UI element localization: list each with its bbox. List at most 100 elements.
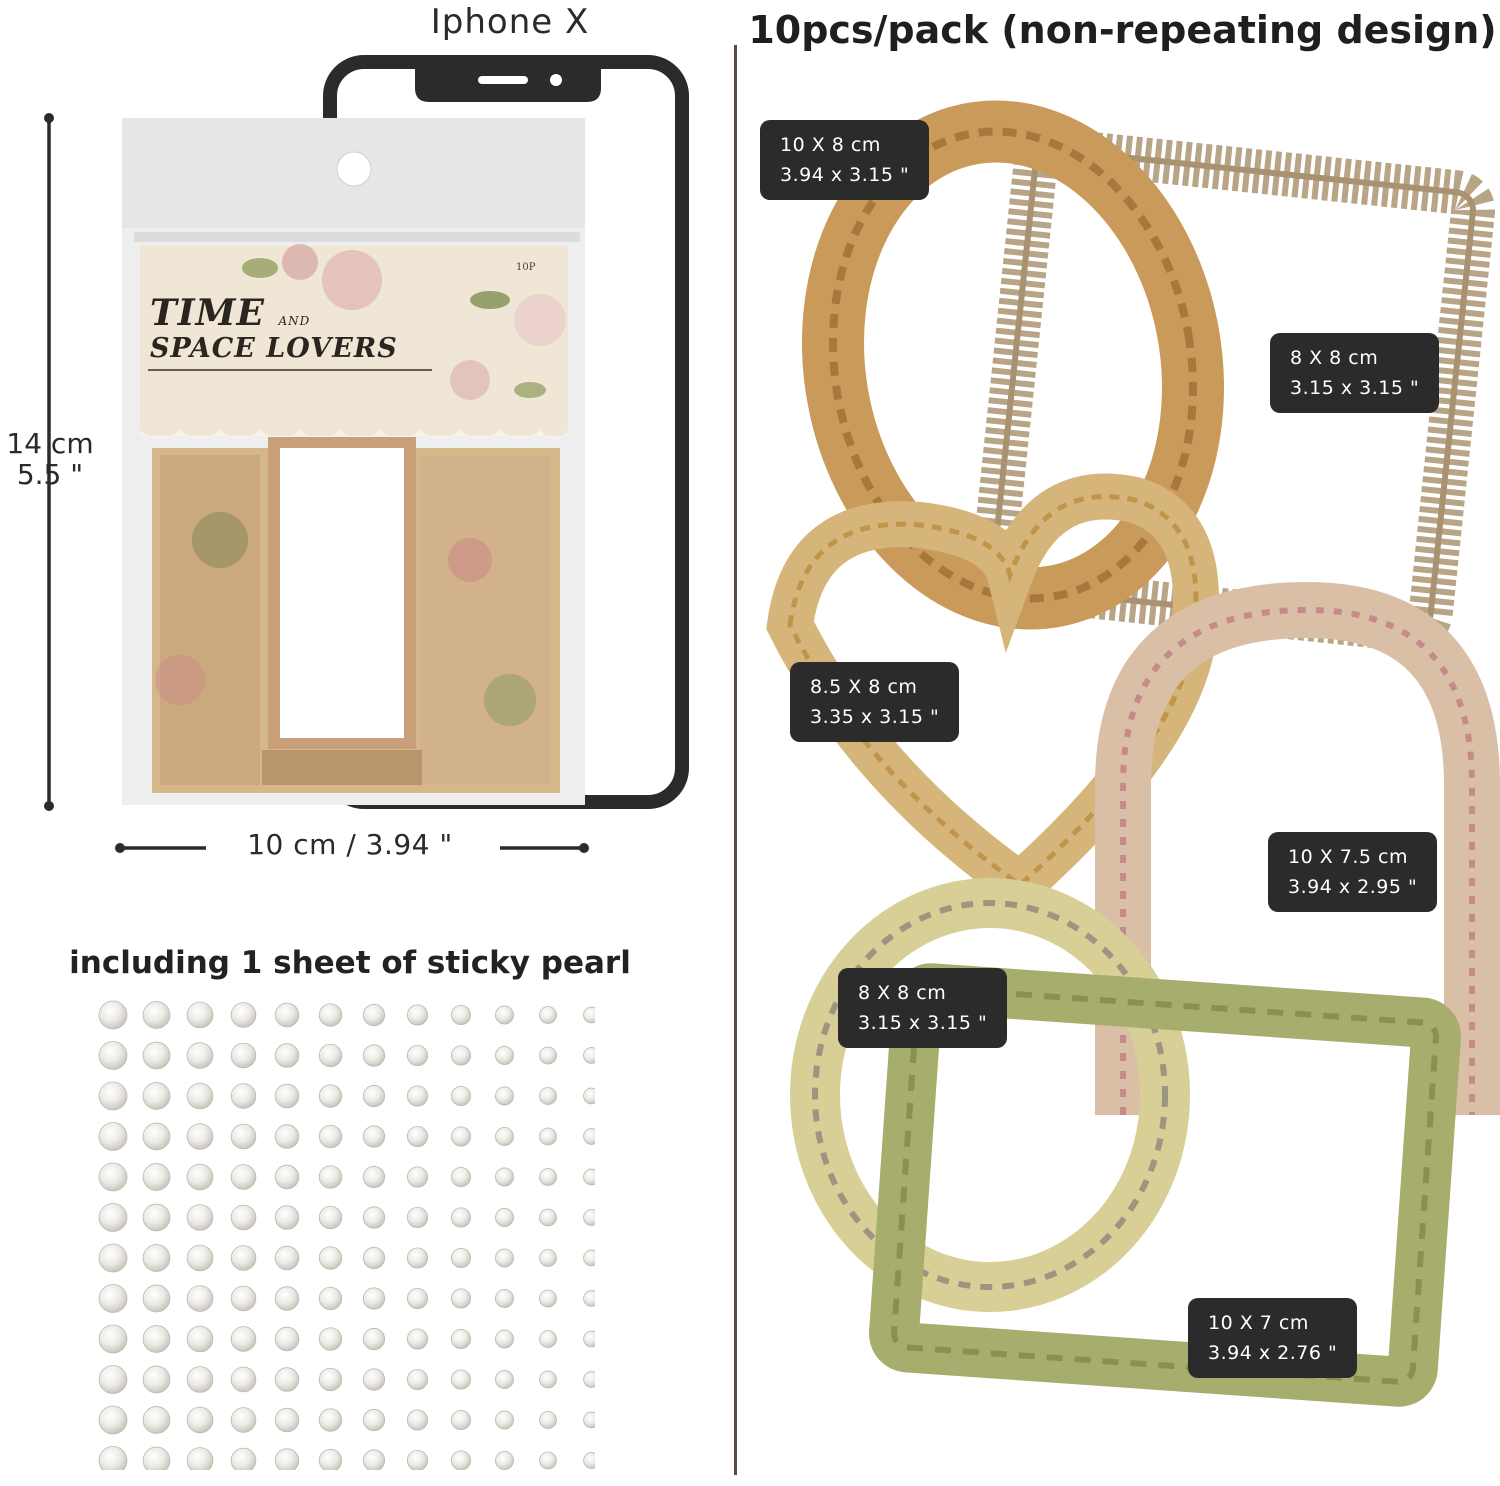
pearl [583, 1006, 595, 1024]
pearl [495, 1167, 514, 1187]
pearl [318, 1327, 343, 1351]
size-metric: 8.5 X 8 cm [810, 676, 918, 698]
pearl [142, 1325, 171, 1353]
size-metric: 10 X 7 cm [1208, 1312, 1309, 1334]
frames-illustration [766, 100, 1500, 1407]
pearl [274, 1448, 300, 1470]
pearl [450, 1207, 471, 1228]
size-label-arch: 10 X 7.5 cm 3.94 x 2.95 " [1268, 832, 1438, 912]
pearl [362, 1003, 386, 1027]
pearl [450, 1247, 471, 1268]
pearl [450, 1409, 471, 1430]
pearl [98, 1365, 128, 1394]
pearl [274, 1205, 300, 1230]
size-imperial: 3.15 x 3.15 " [858, 1012, 988, 1034]
size-imperial: 3.94 x 2.76 " [1208, 1342, 1338, 1364]
width-dimension-label: 10 cm / 3.94 " [247, 828, 453, 861]
pearl [230, 1123, 257, 1150]
pearl [142, 1203, 171, 1232]
size-label-green-rectangle: 10 X 7 cm 3.94 x 2.76 " [1188, 1298, 1358, 1378]
pearl [450, 1288, 471, 1309]
pearl [362, 1165, 386, 1189]
pearl [98, 1041, 128, 1070]
pearl [406, 1328, 429, 1350]
pearl [230, 1366, 257, 1393]
pearl [98, 1000, 128, 1030]
pearl [274, 1002, 300, 1028]
pearl [274, 1367, 300, 1392]
pearl [362, 1044, 386, 1067]
pearl [98, 1446, 128, 1470]
pearl [142, 1122, 171, 1151]
pearl [539, 1208, 557, 1227]
pearl [539, 1289, 557, 1308]
size-metric: 10 X 8 cm [780, 134, 881, 156]
pearl [450, 1086, 471, 1107]
height-dimension-label: 14 cm 5.5 " [0, 428, 100, 490]
pearl [406, 1287, 429, 1310]
pearl [186, 1244, 214, 1272]
pearl [98, 1324, 128, 1354]
pearl [450, 1369, 471, 1390]
pearl [450, 1045, 471, 1066]
pearl [406, 1206, 429, 1229]
pearl [583, 1128, 595, 1145]
pearl-grid [98, 1000, 595, 1470]
pearl [450, 1328, 471, 1349]
pearl [142, 1244, 171, 1272]
pearl [142, 1163, 171, 1191]
size-imperial: 3.35 x 3.15 " [810, 706, 940, 728]
size-label-rectangle-lace: 8 X 8 cm 3.15 x 3.15 " [1270, 333, 1440, 413]
pearl [539, 1411, 557, 1429]
pearl [98, 1405, 128, 1435]
height-dimension-line [44, 113, 54, 811]
pearl [539, 1370, 557, 1389]
pearl [539, 1330, 557, 1348]
pearl [230, 1326, 257, 1352]
pearl [318, 1043, 343, 1068]
pearl [274, 1043, 300, 1068]
pearl [583, 1290, 595, 1307]
pearl [318, 1246, 343, 1270]
pearl [583, 1249, 595, 1267]
frame-arch [1095, 581, 1500, 1115]
package-title-line2: SPACE LOVERS [150, 333, 398, 364]
pearl [230, 1002, 257, 1028]
pearl [274, 1124, 300, 1149]
frame-heart [766, 473, 1219, 915]
pearl [230, 1245, 257, 1271]
pearl [583, 1047, 595, 1064]
pearl [318, 1448, 343, 1470]
pack-title: 10pcs/pack (non-repeating design) [748, 8, 1497, 52]
pearl [362, 1125, 386, 1148]
pearl [495, 1451, 514, 1470]
pearl [583, 1330, 595, 1348]
pearl [406, 1368, 429, 1391]
pearl [362, 1084, 386, 1108]
size-label-oval: 10 X 8 cm 3.94 x 3.15 " [760, 120, 930, 200]
pearl [406, 1166, 429, 1188]
pearl [583, 1452, 595, 1469]
pearl [98, 1203, 128, 1232]
pearl [142, 1001, 171, 1029]
pearl [318, 1205, 343, 1230]
pearl [495, 1046, 514, 1065]
pearl [186, 1204, 214, 1231]
pearl-sheet-title: including 1 sheet of sticky pearl [69, 945, 631, 981]
pearl [98, 1284, 128, 1313]
pearl [98, 1081, 128, 1111]
pearl [230, 1164, 257, 1190]
frame-green-rectangle [869, 963, 1461, 1407]
pearl [583, 1371, 595, 1388]
package-title-line1: TIME [150, 292, 265, 334]
pearl [186, 1447, 214, 1470]
pearl [142, 1365, 171, 1394]
pearl [142, 1041, 171, 1070]
size-metric: 8 X 8 cm [858, 982, 947, 1004]
pearl [450, 1004, 471, 1026]
pearl [230, 1407, 257, 1433]
pearl [186, 1325, 214, 1353]
size-imperial: 3.15 x 3.15 " [1290, 377, 1420, 399]
pearl [230, 1285, 257, 1312]
pearl [98, 1122, 128, 1151]
